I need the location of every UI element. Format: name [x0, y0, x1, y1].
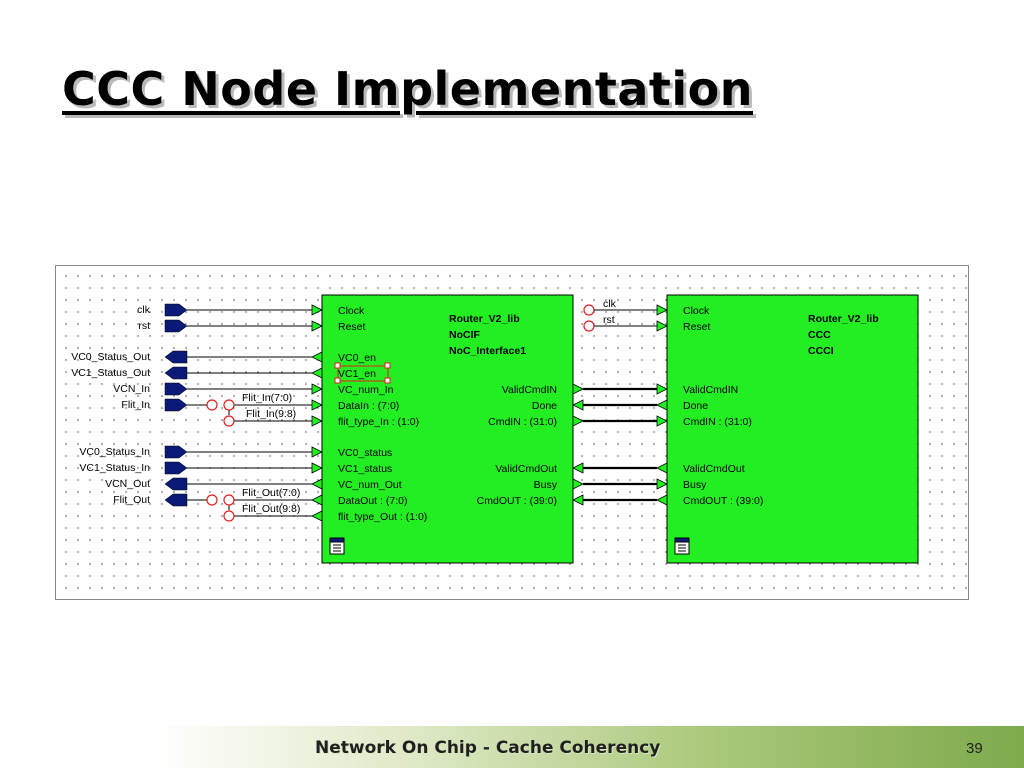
output-port-connectors	[164, 350, 188, 507]
port-label-flit-out: Flit_Out	[113, 494, 150, 506]
bus-label-flit-out-7-0: Flit_Out(7:0)	[242, 487, 301, 499]
block1-instance: NoC_Interface1	[449, 345, 527, 357]
block-ccc	[666, 294, 919, 564]
bus-ripper-flit-in-a	[206, 399, 218, 411]
bus-label-flit-in-9-8: Flit_In(9:8)	[246, 408, 297, 420]
block2-pin-clock: Clock	[683, 305, 710, 317]
block2-cell: CCC	[808, 329, 831, 341]
input-port-connectors	[164, 303, 188, 475]
port-label-vc1-status-out: VC1_Status_Out	[71, 367, 150, 379]
block1-pin-vc-num-out: VC_num_Out	[338, 479, 402, 491]
block2-pin-cmdin: CmdIN : (31:0)	[683, 416, 752, 428]
block2-pin-busy: Busy	[683, 479, 707, 491]
block1-pin-clock: Clock	[338, 305, 365, 317]
block1-pin-validcmdout: ValidCmdOut	[495, 463, 557, 475]
bus-ripper-flit-out-c	[223, 510, 235, 522]
slide-title: CCC Node Implementation	[62, 62, 753, 116]
port-connector-vcn-in	[164, 382, 188, 396]
port-connector-flit-out	[164, 493, 188, 507]
block1-pin-done: Done	[531, 400, 557, 412]
block1-pin-busy: Busy	[533, 479, 557, 491]
block1-pin-vc1-en: VC1_en	[338, 368, 376, 380]
block1-pin-cmdout: CmdOUT : (39:0)	[476, 495, 557, 507]
block2-lib: Router_V2_lib	[808, 313, 879, 325]
middle-port-rst: rst	[603, 314, 615, 326]
block1-cell: NoCIF	[449, 329, 480, 341]
port-label-vcn-out: VCN_Out	[105, 478, 150, 490]
port-connector-vc1-status-in	[164, 461, 188, 475]
port-connector-rst	[164, 319, 188, 333]
middle-clock-wires	[594, 309, 657, 327]
block1-pin-flit-type-in: flit_type_In : (1:0)	[338, 416, 420, 428]
block2-pin-validcmdin: ValidCmdIN	[683, 384, 739, 396]
wires-left	[187, 309, 312, 517]
block-noc-interface	[321, 294, 574, 564]
bus-label-flit-out-9-8: Flit_Out(9:8)	[242, 503, 301, 515]
document-icon	[329, 537, 345, 555]
block1-pin-vc0-status: VC0_status	[338, 447, 393, 459]
port-connector-flit-in	[164, 398, 188, 412]
block1-pin-triangles	[311, 304, 323, 522]
block1-pin-vc1-status: VC1_status	[338, 463, 393, 475]
block1-pin-cmdin: CmdIN : (31:0)	[488, 416, 557, 428]
bus-ripper-flit-out-a	[206, 494, 218, 506]
port-label-flit-in: Flit_In	[121, 399, 150, 411]
port-connector-clk	[164, 303, 188, 317]
footer-text: Network On Chip - Cache Coherency	[315, 738, 661, 758]
page-number: 39	[966, 740, 983, 757]
block1-lib: Router_V2_lib	[449, 313, 520, 325]
block2-pin-triangles	[656, 304, 668, 506]
block1-pin-datain: DataIn : (7:0)	[338, 400, 400, 412]
block1-pin-flit-type-out: flit_type_Out : (1:0)	[338, 511, 428, 523]
bus-ripper-flit-in-b	[223, 399, 235, 411]
inter-block-wires	[583, 387, 657, 502]
block1-pin-vc-num-in: VC_num_In	[338, 384, 394, 396]
port-label-clk: clk	[137, 304, 150, 316]
block1-pin-validcmdin: ValidCmdIN	[501, 384, 557, 396]
port-label-vc1-status-in: VC1_Status_In	[79, 462, 150, 474]
port-connector-vcn-out	[164, 477, 188, 491]
block2-instance: CCCI	[808, 345, 834, 357]
block2-pin-reset: Reset	[683, 321, 711, 333]
port-label-vc0-status-out: VC0_Status_Out	[71, 351, 150, 363]
port-connector-vc0-status-in	[164, 445, 188, 459]
bus-rippers	[206, 304, 595, 522]
port-label-rst: rst	[138, 320, 150, 332]
footer-bar	[0, 726, 1024, 768]
port-connector-vc0-status-out	[164, 350, 188, 364]
block2-pin-cmdout: CmdOUT : (39:0)	[683, 495, 764, 507]
bus-ripper-flit-out-b	[223, 494, 235, 506]
bus-ripper-mid-clk	[583, 304, 595, 316]
block1-pin-reset: Reset	[338, 321, 366, 333]
block2-pin-done: Done	[683, 400, 709, 412]
block1-right-pins	[572, 383, 584, 506]
port-label-vc0-status-in: VC0_Status_In	[79, 446, 150, 458]
bus-label-flit-in-7-0: Flit_In(7:0)	[242, 392, 293, 404]
document-icon	[674, 537, 690, 555]
selection-box	[334, 362, 391, 384]
bus-ripper-mid-rst	[583, 320, 595, 332]
bus-ripper-flit-in-c	[223, 415, 235, 427]
middle-port-clk: clk	[603, 298, 616, 310]
port-connector-vc1-status-out	[164, 366, 188, 380]
port-label-vcn-in: VCN_In	[113, 383, 150, 395]
block1-pin-dataout: DataOut : (7:0)	[338, 495, 408, 507]
block2-pin-validcmdout: ValidCmdOut	[683, 463, 745, 475]
block1-pin-vc0-en: VC0_en	[338, 352, 376, 364]
